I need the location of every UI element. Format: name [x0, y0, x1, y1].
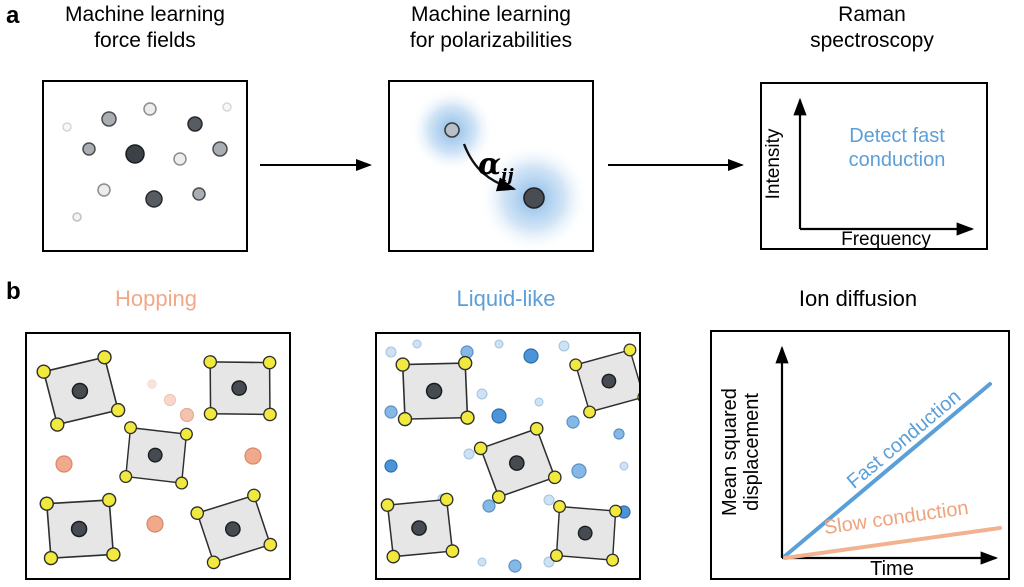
li-ion [494, 339, 504, 349]
mlff-title: Machine learning force fields [65, 2, 225, 54]
alpha-subscript: ij [501, 166, 514, 186]
li-ion [613, 428, 625, 440]
mobile-ion [146, 515, 164, 533]
polyhedron [110, 412, 202, 498]
atom [143, 102, 157, 116]
hopping-ghost-ion [179, 407, 195, 423]
atom [222, 102, 232, 112]
raman-annotation-line2: conduction [849, 149, 946, 171]
raman-title: Raman spectroscopy [810, 2, 934, 54]
atom-i [444, 122, 460, 138]
hopping-trail [147, 379, 195, 423]
raman-xlabel: Frequency [841, 229, 931, 250]
polyhedron [567, 341, 639, 421]
atom [101, 111, 117, 127]
polyhedron [34, 348, 127, 434]
liquid-like-box [375, 332, 641, 580]
alpha-ij-label: αij [478, 147, 515, 186]
polyhedron [541, 491, 631, 575]
li-ion [619, 461, 629, 471]
li-ion [385, 346, 397, 358]
slow-conduction-line [783, 526, 1002, 560]
mobile-ion [244, 447, 262, 465]
polyhedron [389, 348, 482, 434]
hopping-title: Hopping [115, 286, 197, 311]
slow-conduction-label: Slow conduction [823, 497, 970, 539]
li-ion [477, 557, 487, 567]
mobile-ion [55, 455, 73, 473]
atom [72, 212, 82, 222]
hopping-ghost-ion [147, 379, 157, 389]
fast-conduction-line [783, 382, 992, 558]
atom [212, 141, 228, 157]
atom [97, 183, 111, 197]
atom [187, 116, 203, 132]
ion-diffusion-box: Mean squared displacement Time Fast cond… [710, 330, 1010, 580]
panel-a-label: a [6, 2, 20, 29]
li-ion [508, 559, 522, 573]
mlpol-title-line1: Machine learning [411, 3, 571, 26]
panel-b-label: b [6, 278, 21, 305]
li-ion [534, 397, 544, 407]
atom [62, 122, 72, 132]
li-ion [412, 339, 422, 349]
polyhedron [195, 346, 285, 430]
mlpol-title-line2: for polarizabilities [409, 29, 573, 52]
mlpol-box: αij [388, 80, 594, 252]
raman-annotation-line1: Detect fast [849, 125, 945, 147]
msd-ylabel-line1: Mean squared [719, 388, 741, 516]
liquid-like-title: Liquid-like [456, 286, 556, 311]
mlff-title-line1: Machine learning [65, 3, 225, 26]
fast-conduction-label: Fast conduction [843, 386, 965, 494]
alpha-symbol: α [478, 147, 501, 182]
raman-title-line2: spectroscopy [810, 29, 934, 52]
mlff-title-line2: force fields [94, 29, 196, 52]
atom-j [523, 187, 545, 209]
hopping-ghost-ion [163, 393, 177, 407]
polyhedron [471, 419, 565, 507]
atom [192, 187, 206, 201]
li-ion [463, 448, 475, 460]
raman-title-line1: Raman [838, 3, 906, 26]
time-xlabel: Time [870, 558, 914, 580]
li-ion [384, 459, 398, 473]
raman-box: Intensity Frequency Detect fast conducti… [760, 82, 988, 250]
polyhedron [187, 486, 280, 572]
li-ion [523, 348, 539, 364]
li-ion [543, 494, 555, 506]
atom-scatter [62, 102, 232, 222]
raman-ylabel: Intensity [763, 128, 784, 199]
atom [125, 144, 145, 164]
flow-arrow-2 [608, 159, 744, 171]
li-ion [566, 415, 580, 429]
mlff-box [42, 80, 248, 252]
msd-ylabel-line2: displacement [741, 393, 763, 511]
polyhedron [35, 487, 125, 571]
li-ion [476, 388, 488, 400]
li-ion [571, 463, 587, 479]
li-ion [482, 499, 496, 513]
polyhedron [378, 490, 462, 566]
atom [145, 190, 163, 208]
li-ion [491, 408, 507, 424]
li-ion [558, 340, 570, 352]
atom [173, 152, 187, 166]
atom [82, 142, 96, 156]
ion-diffusion-title: Ion diffusion [798, 286, 918, 311]
mlpol-title: Machine learning for polarizabilities [410, 2, 572, 54]
flow-arrow-1 [260, 159, 372, 171]
interaction-arrow [462, 143, 517, 192]
li-ion [384, 405, 398, 419]
hopping-box [25, 332, 291, 580]
